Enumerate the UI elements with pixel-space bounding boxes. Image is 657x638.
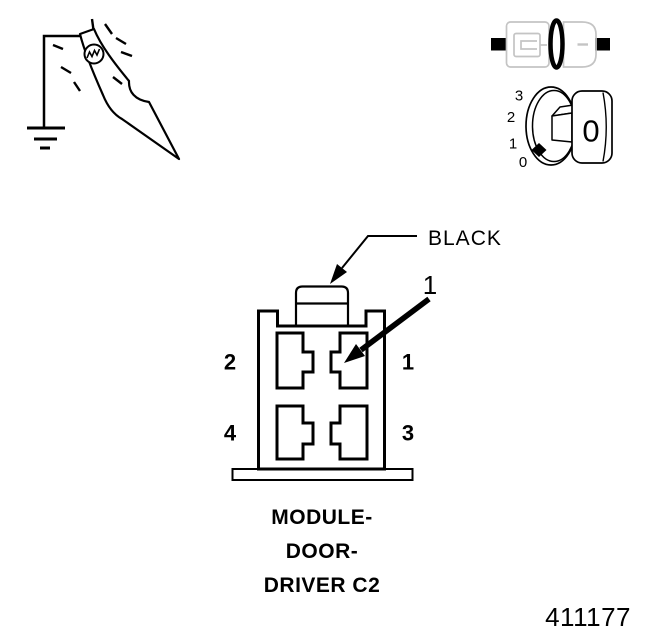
pin-label-2: 2	[224, 350, 236, 375]
dial-position-1: 1	[509, 136, 517, 153]
pin-label-4: 4	[224, 421, 237, 446]
terminal-arrow-shaft	[359, 296, 431, 353]
light-rays	[52, 18, 133, 92]
caption-line-3: DRIVER C2	[264, 574, 381, 597]
pin-label-3: 3	[402, 421, 414, 446]
terminal-arrowhead-icon	[344, 344, 365, 363]
terminal-cavity-4	[275, 404, 315, 461]
pin-label-1: 1	[402, 350, 414, 375]
caption-line-2: DOOR-	[286, 540, 359, 563]
dial-position-2: 2	[507, 109, 515, 126]
position-indicator-diamond	[531, 143, 547, 157]
callout-arrowhead-icon	[330, 264, 347, 284]
key-shaft	[551, 112, 573, 143]
connector-base-flange	[231, 468, 414, 481]
wire-color-label: BLACK	[428, 227, 502, 250]
key-head	[571, 90, 613, 164]
connector-caption: MODULE- DOOR- DRIVER C2	[264, 506, 381, 597]
dial-position-3: 3	[515, 88, 523, 105]
right-wire-stub	[595, 38, 610, 51]
key-head-edge	[602, 92, 607, 162]
ground-symbol-icon	[27, 126, 65, 150]
dial-position-0: 0	[519, 154, 527, 171]
connector-diagram: 2 1 4 3 BLACK 1 MODULE- DOOR- DRIVER C2	[224, 227, 502, 597]
left-wire-stub	[491, 38, 507, 51]
disconnect-connector-icon	[491, 18, 610, 70]
callout-leader-line	[341, 235, 417, 269]
bulb-filament	[86, 48, 101, 59]
figure-number: 411177	[545, 602, 631, 632]
terminal-callout-label: 1	[423, 270, 437, 300]
bulb-circle	[83, 43, 105, 65]
test-probe-body	[78, 27, 181, 161]
wire-color-callout: BLACK	[330, 227, 502, 284]
caption-line-1: MODULE-	[271, 506, 373, 529]
grounded-test-light-icon	[27, 18, 181, 161]
terminal-1-callout: 1	[344, 270, 437, 363]
seal-ring	[548, 18, 565, 70]
key-head-label: 0	[582, 114, 599, 149]
terminal-cavity-2	[275, 331, 315, 390]
connector-latch-tab	[294, 285, 350, 329]
ignition-switch-position-icon: 3 2 1 0 0	[507, 86, 613, 171]
ground-wire	[42, 34, 82, 128]
terminal-cavity-3	[329, 404, 369, 461]
